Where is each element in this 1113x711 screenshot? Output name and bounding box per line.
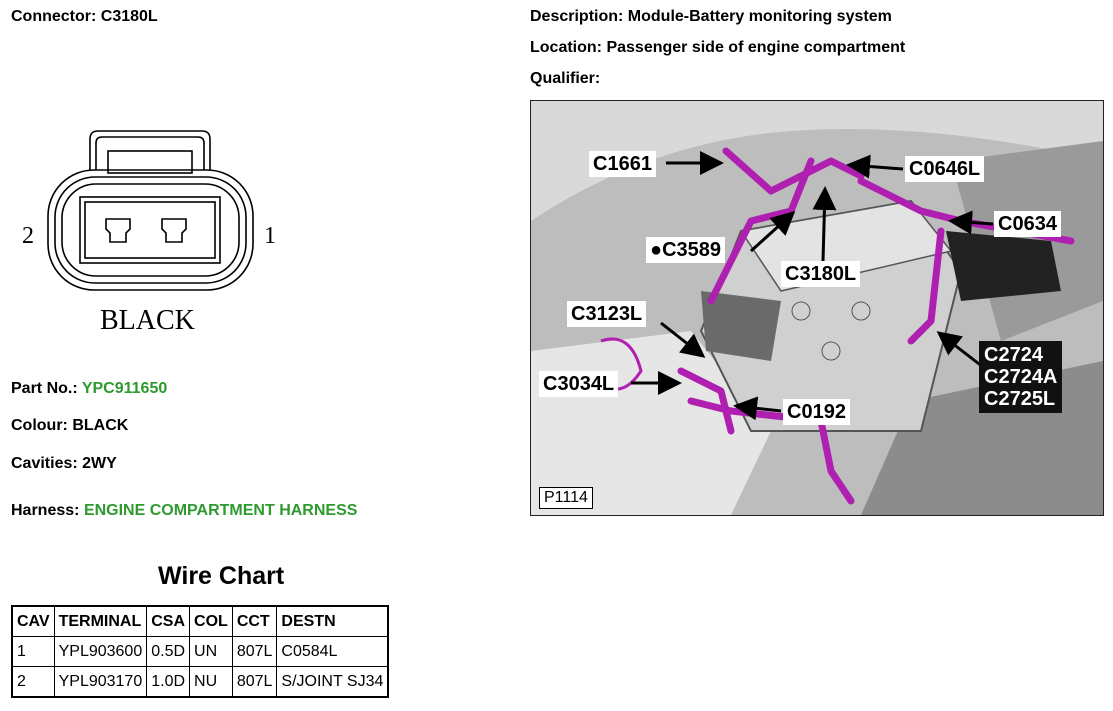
colour-value: BLACK	[72, 417, 129, 434]
callout-c0192: C0192	[783, 399, 850, 425]
callout-c0634: C0634	[994, 211, 1061, 237]
callout-c3589: ●C3589	[646, 237, 726, 263]
cell-col: NU	[189, 666, 233, 698]
header-col: COL	[189, 605, 233, 637]
table-row: 1 YPL903600 0.5D UN 807L C0584L	[11, 636, 389, 667]
location-line: Location: Passenger side of engine compa…	[530, 39, 905, 57]
callout-c3123l: C3123L	[567, 301, 647, 327]
location-label: Location:	[530, 39, 602, 56]
connector-line: Connector: C3180L	[11, 8, 158, 26]
header-cct: CCT	[231, 605, 278, 637]
callout-c3034l: C3034L	[539, 371, 619, 397]
wire-chart-header-row: CAV TERMINAL CSA COL CCT DESTN	[11, 605, 389, 637]
harness-line: Harness: ENGINE COMPARTMENT HARNESS	[11, 502, 357, 520]
connector-value: C3180L	[100, 8, 158, 25]
cell-cct: 807L	[231, 666, 278, 698]
wire-chart-table: CAV TERMINAL CSA COL CCT DESTN 1 YPL9036…	[11, 605, 390, 698]
cell-csa: 0.5D	[146, 636, 191, 667]
connector-face-diagram: 2 1 BLACK	[22, 130, 276, 336]
cavities-value: 2WY	[82, 455, 117, 472]
connector-color-label: BLACK	[100, 305, 195, 336]
cell-cav: 2	[11, 666, 55, 698]
cell-terminal: YPL903600	[53, 636, 148, 667]
location-value: Passenger side of engine compartment	[606, 39, 906, 56]
part-no-label: Part No.:	[11, 380, 78, 397]
callout-c0646l: C0646L	[905, 156, 985, 182]
description-label: Description:	[530, 8, 624, 25]
qualifier-label: Qualifier:	[530, 70, 601, 87]
bullet-icon: ●	[650, 239, 663, 261]
cell-cav: 1	[11, 636, 55, 667]
part-no-line: Part No.: YPC911650	[11, 380, 167, 398]
photo-code: P1114	[539, 487, 593, 509]
callout-c2724a: C2724A	[984, 366, 1058, 388]
callout-c2724-group: C2724 C2724A C2725L	[979, 341, 1063, 413]
callout-c3589-label: C3589	[662, 239, 722, 261]
pin-1-label: 1	[264, 223, 276, 249]
header-terminal: TERMINAL	[53, 605, 148, 637]
connector-location-image: C1661 C0646L C0634 ●C3589 C3180L C3123L …	[530, 100, 1104, 516]
header-destn: DESTN	[276, 605, 389, 637]
table-row: 2 YPL903170 1.0D NU 807L S/JOINT SJ34	[11, 666, 389, 698]
cell-col: UN	[189, 636, 233, 667]
harness-value[interactable]: ENGINE COMPARTMENT HARNESS	[83, 502, 358, 519]
callout-c2725l: C2725L	[984, 388, 1056, 410]
connector-label: Connector:	[11, 8, 97, 25]
pin-2-label: 2	[22, 223, 34, 249]
wire-chart-title: Wire Chart	[158, 562, 285, 590]
callout-c1661: C1661	[589, 151, 656, 177]
cell-cct: 807L	[231, 636, 278, 667]
qualifier-line: Qualifier:	[530, 70, 600, 88]
description-value: Module-Battery monitoring system	[627, 8, 892, 25]
cell-csa: 1.0D	[146, 666, 191, 698]
cell-destn: C0584L	[276, 636, 389, 667]
cell-terminal: YPL903170	[53, 666, 148, 698]
cell-destn: S/JOINT SJ34	[276, 666, 389, 698]
callout-c3180l: C3180L	[781, 261, 861, 287]
colour-label: Colour:	[11, 417, 68, 434]
callout-c2724: C2724	[984, 344, 1043, 366]
harness-label: Harness:	[11, 502, 80, 519]
part-no-value[interactable]: YPC911650	[81, 380, 168, 397]
colour-line: Colour: BLACK	[11, 417, 128, 435]
cavities-line: Cavities: 2WY	[11, 455, 117, 473]
header-cav: CAV	[11, 605, 55, 637]
header-csa: CSA	[146, 605, 191, 637]
description-line: Description: Module-Battery monitoring s…	[530, 8, 892, 26]
cavities-label: Cavities:	[11, 455, 78, 472]
